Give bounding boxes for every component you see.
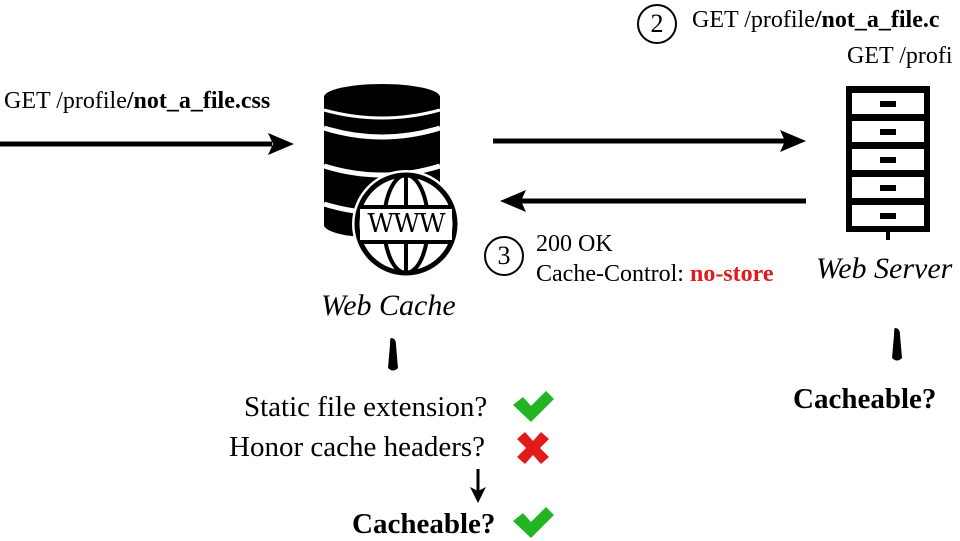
response-header-name: Cache-Control: (536, 261, 690, 287)
request-path: GET /profile (4, 88, 127, 114)
request-path-suffix: /not_a_file.css (126, 88, 271, 114)
response-header: Cache-Control: no-store (536, 260, 774, 288)
static-extension-check: Static file extension? (244, 391, 488, 423)
web-cache-label: Web Cache (321, 289, 456, 322)
check-icon (513, 507, 554, 538)
web-server-label: Web Server (816, 252, 953, 285)
arrow-down-icon (470, 469, 486, 503)
arrow-right-icon (493, 130, 806, 152)
globe-text: WWW (367, 209, 445, 239)
check-icon (513, 391, 554, 422)
forwarded-request-suffix: /not_a_file.c (814, 7, 940, 33)
cache-conclusion: Cacheable? (352, 508, 496, 540)
step-2-marker: 2 (637, 4, 677, 44)
step-3-marker: 3 (484, 236, 524, 276)
server-conclusion: Cacheable? (793, 383, 937, 415)
server-rack-icon (846, 86, 930, 240)
forwarded-request-label: GET /profile/not_a_file.c (692, 6, 940, 34)
cross-icon (517, 432, 549, 464)
origin-request-label: GET /profi (847, 43, 953, 69)
forwarded-request-path: GET /profile (692, 7, 815, 33)
client-request-label: GET /profile/not_a_file.css (4, 87, 270, 115)
arrow-left-icon (500, 190, 806, 212)
pin-marker-icon (388, 338, 398, 371)
honor-headers-check: Honor cache headers? (229, 431, 486, 463)
response-header-value: no-store (689, 261, 774, 287)
pin-marker-icon (892, 328, 902, 361)
response-status: 200 OK (536, 231, 613, 257)
arrow-right-icon (0, 133, 294, 155)
globe-icon (352, 170, 460, 278)
